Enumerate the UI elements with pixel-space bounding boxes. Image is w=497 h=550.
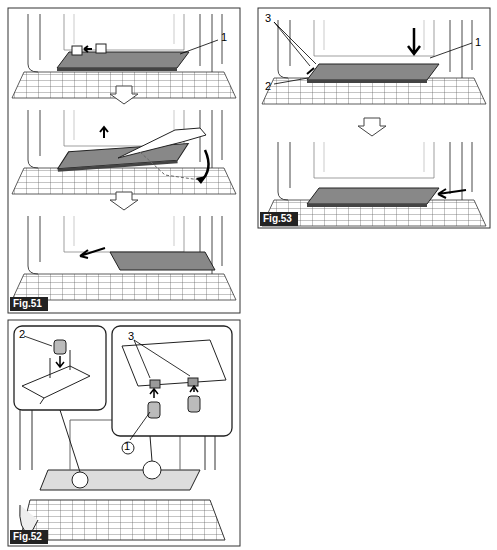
callout-number: 3 (265, 12, 271, 24)
callout-number: 2 (265, 80, 271, 92)
figure-label: Fig.53 (263, 213, 292, 225)
callout-number: 1 (475, 36, 481, 48)
callout-number: 1 (221, 31, 227, 43)
figure-label: Fig.52 (13, 531, 42, 543)
callout-number: 2 (19, 328, 25, 340)
callout-number: 3 (128, 330, 134, 342)
callout-number: 1 (124, 440, 130, 452)
figure-label: Fig.51 (13, 298, 42, 310)
